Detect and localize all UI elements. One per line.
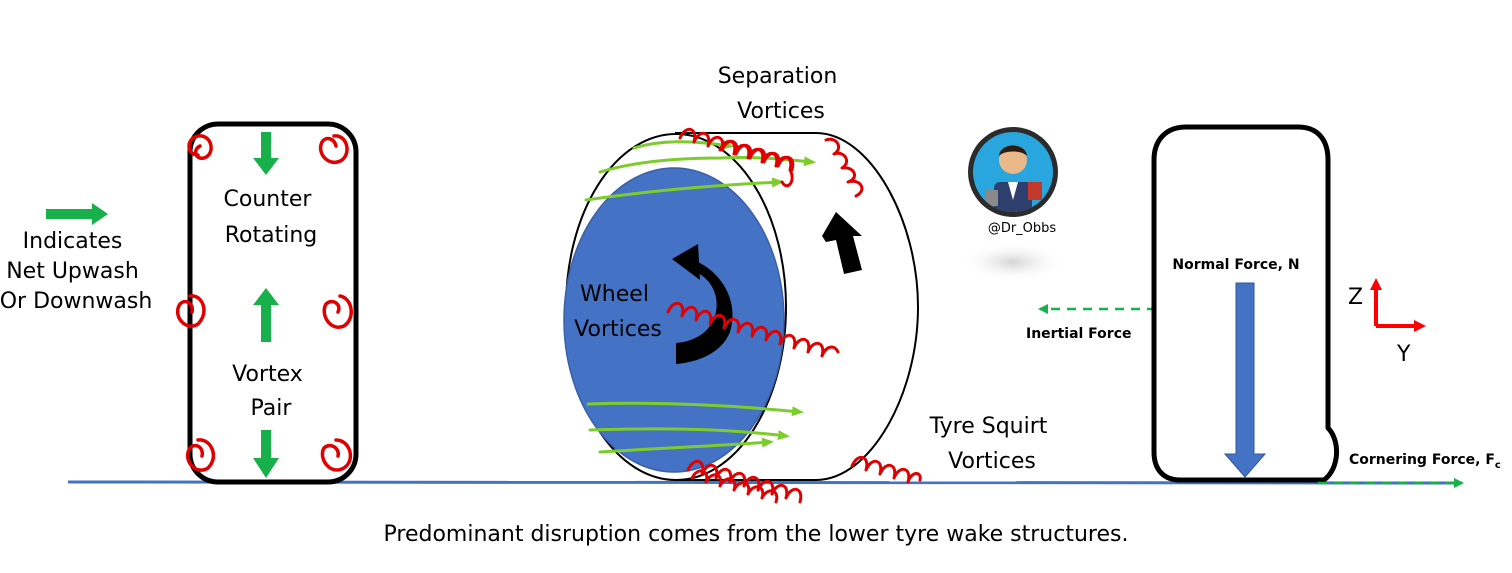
up-arrow-middle xyxy=(253,288,279,342)
squirt-vortex-coils xyxy=(686,455,922,504)
flow-lines-bottom xyxy=(586,401,804,454)
counter-rotating-label: Counter Rotating xyxy=(224,187,319,248)
cornering-force-label: Cornering Force, Fc xyxy=(1349,452,1501,471)
separation-vortices-label: Separation Vortices xyxy=(718,64,845,124)
tyre-arrow xyxy=(822,212,862,274)
down-arrow-top xyxy=(253,132,279,175)
normal-force-label: Normal Force, N xyxy=(1172,257,1299,273)
corner-vortices xyxy=(176,134,353,472)
rotation-arrow xyxy=(676,258,733,364)
flow-lines-top xyxy=(584,139,816,202)
wheel-vortex-coils xyxy=(666,301,840,358)
tyre-squirt-label: Tyre Squirt Vortices xyxy=(929,414,1055,474)
axis-indicator xyxy=(1370,278,1426,332)
separation-vortex-coils xyxy=(678,127,864,198)
wheel-vortices-label: Wheel Vortices xyxy=(574,282,662,342)
wheel-face xyxy=(563,167,785,473)
caption: Predominant disruption comes from the lo… xyxy=(384,522,1129,547)
rotation-arrow-head xyxy=(672,244,700,280)
vortex-pair-label: Vortex Pair xyxy=(232,362,310,421)
legend-arrow xyxy=(46,203,108,225)
normal-force-arrow xyxy=(1223,282,1267,478)
inertial-force-label: Inertial Force xyxy=(1026,326,1132,342)
down-arrow-bottom xyxy=(253,430,279,478)
axis-z-label: Z xyxy=(1348,285,1363,310)
wheel xyxy=(563,132,920,481)
avatar-icon xyxy=(961,127,1065,282)
axis-y-label: Y xyxy=(1396,342,1411,367)
legend-text: Indicates Net Upwash Or Downwash xyxy=(0,229,152,314)
avatar-handle: @Dr_Obbs xyxy=(988,221,1057,236)
